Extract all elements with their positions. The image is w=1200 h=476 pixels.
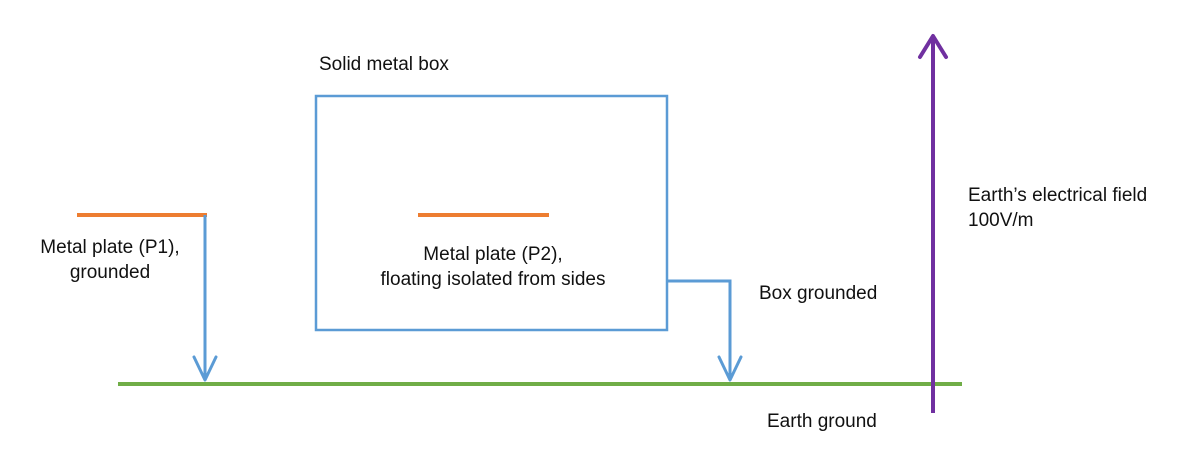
p1-ground-arrowhead — [192, 355, 218, 382]
p2-label: Metal plate (P2), floating isolated from… — [340, 242, 646, 292]
box-grounded-label: Box grounded — [759, 281, 877, 306]
box-title-text: Solid metal box — [319, 54, 449, 75]
earth-ground-text: Earth ground — [767, 411, 877, 432]
p1-label: Metal plate (P1), grounded — [10, 235, 210, 285]
field-label-line2: 100V/m — [968, 210, 1034, 231]
field-label: Earth’s electrical field 100V/m — [968, 183, 1147, 233]
box-grounded-text: Box grounded — [759, 283, 878, 304]
box-title-label: Solid metal box — [319, 52, 449, 77]
field-arrowhead — [918, 34, 948, 59]
p1-label-line2: grounded — [69, 262, 151, 283]
box-ground-arrowhead — [717, 355, 743, 382]
metal-box — [314, 94, 669, 332]
p2-label-line2: floating isolated from sides — [380, 269, 606, 290]
p1-label-line1: Metal plate (P1), — [40, 237, 180, 258]
p2-label-line1: Metal plate (P2), — [423, 244, 563, 265]
box-ground-wire — [667, 279, 732, 379]
earth-ground-label: Earth ground — [767, 409, 877, 434]
field-label-line1: Earth’s electrical field — [968, 185, 1148, 206]
